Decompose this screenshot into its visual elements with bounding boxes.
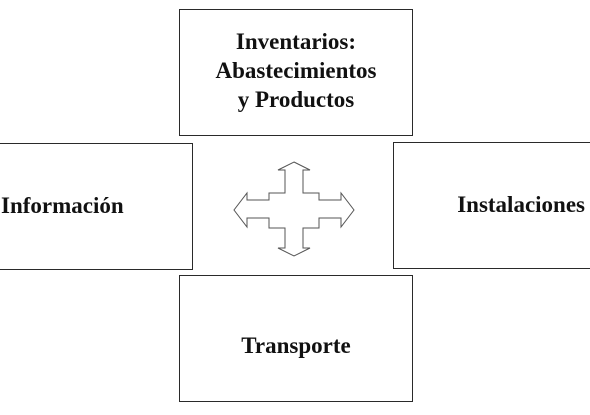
transport-label: Transporte (241, 333, 351, 359)
inventory-label-line2: Abastecimientos (215, 58, 377, 84)
information-box: Información (0, 143, 193, 270)
four-way-arrow-icon (233, 161, 355, 257)
inventory-box: Inventarios: Abastecimientos y Productos (179, 9, 413, 136)
inventory-label: Inventarios: Abastecimientos y Productos (216, 28, 377, 114)
inventory-label-line1: Inventarios: (235, 29, 357, 55)
four-way-arrow-outline (233, 161, 355, 257)
transport-box: Transporte (179, 275, 413, 402)
facilities-label: Instalaciones (457, 192, 585, 218)
facilities-box: Instalaciones (393, 142, 590, 269)
inventory-label-line3: y Productos (237, 86, 355, 112)
information-label: Información (1, 193, 124, 219)
